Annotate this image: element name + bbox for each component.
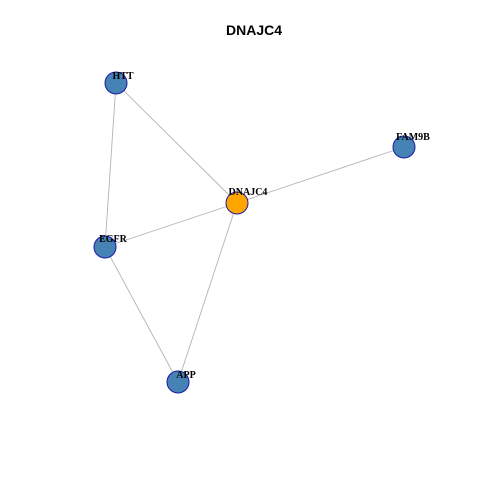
edge-htt-egfr [104,82,117,248]
node-label-dnajc4: DNAJC4 [229,187,268,198]
edges-layer [104,82,405,383]
node-circle-app [166,370,190,394]
edge-dnajc4-app [177,202,238,383]
node-app: APP [166,370,196,394]
node-circle-dnajc4 [225,191,249,215]
node-dnajc4: DNAJC4 [225,187,268,215]
diagram-title: DNAJC4 [226,22,282,38]
node-fam9b: FAM9B [392,132,430,159]
edge-dnajc4-egfr [104,202,238,248]
edge-fam9b-dnajc4 [236,146,405,204]
node-circle-htt [104,71,128,95]
node-circle-fam9b [392,135,416,159]
node-circle-egfr [93,235,117,259]
node-label-app: APP [176,370,195,381]
edge-htt-dnajc4 [115,82,238,204]
node-htt: HTT [104,71,134,95]
node-label-egfr: EGFR [99,234,128,245]
node-egfr: EGFR [93,234,128,259]
node-label-fam9b: FAM9B [396,132,430,143]
node-label-htt: HTT [112,71,133,82]
edge-egfr-app [104,246,179,383]
